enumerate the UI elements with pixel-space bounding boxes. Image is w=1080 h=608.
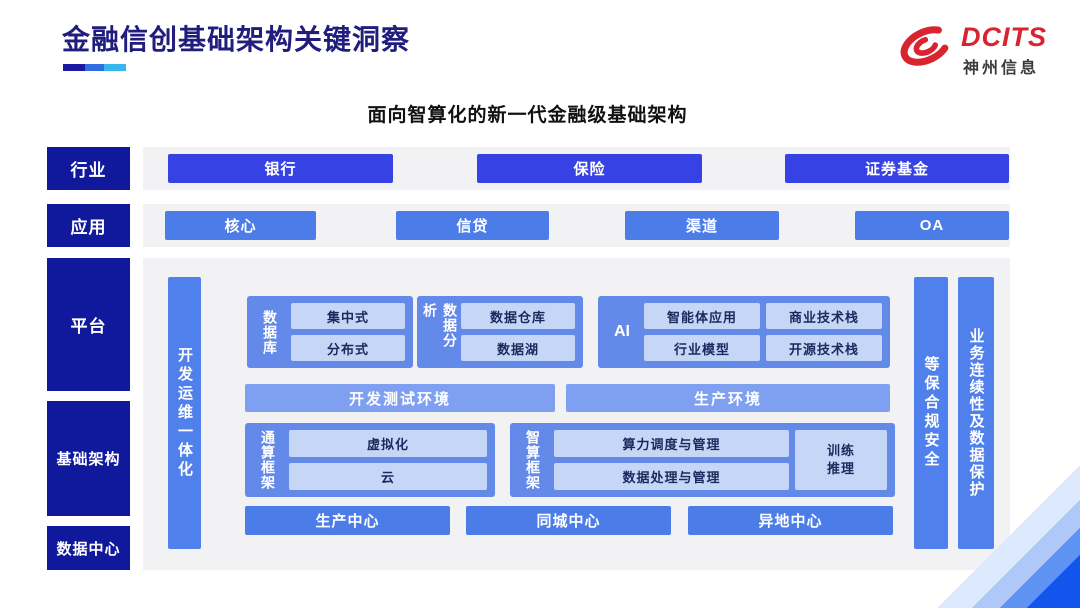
analytics-items: 数据仓库 数据湖: [461, 303, 575, 361]
ai-group: AI 智能体应用 商业技术栈 行业模型 开源技术栈: [598, 296, 890, 368]
application-item-channel: 渠道: [625, 211, 779, 240]
dcits-logo: DCITS 神州信息: [893, 16, 1063, 77]
corner-stripes-decoration: [880, 390, 1080, 608]
accent-segment-cyan: [104, 64, 126, 71]
general-compute-framework-group: 通算框架 虚拟化 云: [245, 423, 495, 497]
framework-item-virtualization: 虚拟化: [289, 430, 487, 457]
database-item-distributed: 分布式: [291, 335, 405, 361]
layer-label-application: 应用: [47, 204, 130, 247]
analytics-group: 数据分析 数据仓库 数据湖: [417, 296, 583, 368]
intelligent-compute-items: 算力调度与管理 数据处理与管理: [554, 430, 789, 490]
diagram-title: 面向智算化的新一代金融级基础架构: [367, 105, 688, 126]
framework-item-compute-scheduling: 算力调度与管理: [554, 430, 789, 457]
database-items: 集中式 分布式: [291, 303, 405, 361]
datacenter-item-remote: 异地中心: [688, 506, 893, 535]
ai-item-opensource-stack: 开源技术栈: [766, 335, 882, 361]
framework-item-training-inference: 训练推理: [795, 430, 887, 490]
layer-label-datacenter: 数据中心: [47, 526, 130, 570]
analytics-item-lake: 数据湖: [461, 335, 575, 361]
framework-item-data-processing: 数据处理与管理: [554, 463, 789, 490]
ai-item-industry-model: 行业模型: [644, 335, 760, 361]
industry-item-securities: 证券基金: [785, 154, 1009, 183]
general-compute-items: 虚拟化 云: [289, 430, 487, 490]
training-inference-text: 训练推理: [826, 443, 855, 476]
ai-item-commercial-stack: 商业技术栈: [766, 303, 882, 329]
ai-items: 智能体应用 商业技术栈 行业模型 开源技术栈: [644, 303, 882, 361]
analytics-group-label: 数据分析: [422, 303, 458, 348]
dcits-swirl-icon: [900, 26, 952, 66]
devops-vertical-bar: 开发运维一体化: [168, 277, 201, 549]
intelligent-compute-framework-group: 智算框架 算力调度与管理 数据处理与管理 训练推理: [510, 423, 895, 497]
application-item-credit: 信贷: [396, 211, 549, 240]
industry-item-bank: 银行: [168, 154, 393, 183]
analytics-item-warehouse: 数据仓库: [461, 303, 575, 329]
title-accent-bar: [63, 64, 126, 71]
framework-item-cloud: 云: [289, 463, 487, 490]
ai-item-agent-app: 智能体应用: [644, 303, 760, 329]
production-environment-bar: 生产环境: [566, 384, 890, 412]
database-item-centralized: 集中式: [291, 303, 405, 329]
accent-segment-blue: [85, 64, 104, 71]
devtest-environment-bar: 开发测试环境: [245, 384, 555, 412]
general-compute-framework-label: 通算框架: [260, 430, 276, 490]
datacenter-item-production: 生产中心: [245, 506, 450, 535]
database-group: 数据库 集中式 分布式: [247, 296, 413, 368]
intelligent-compute-framework-label: 智算框架: [525, 430, 541, 490]
brand-name: DCITS: [961, 22, 1047, 52]
layer-label-industry: 行业: [47, 147, 130, 190]
layer-label-platform: 平台: [47, 258, 130, 391]
brand-name-chinese: 神州信息: [963, 60, 1040, 77]
page-title: 金融信创基础架构关键洞察: [62, 24, 411, 55]
datacenter-item-samecity: 同城中心: [466, 506, 671, 535]
database-group-label: 数据库: [262, 309, 278, 355]
layer-label-infrastructure: 基础架构: [47, 401, 130, 516]
accent-segment-dark: [63, 64, 85, 71]
ai-group-label: AI: [614, 323, 630, 340]
application-item-core: 核心: [165, 211, 316, 240]
application-item-oa: OA: [855, 211, 1009, 240]
industry-item-insurance: 保险: [477, 154, 702, 183]
